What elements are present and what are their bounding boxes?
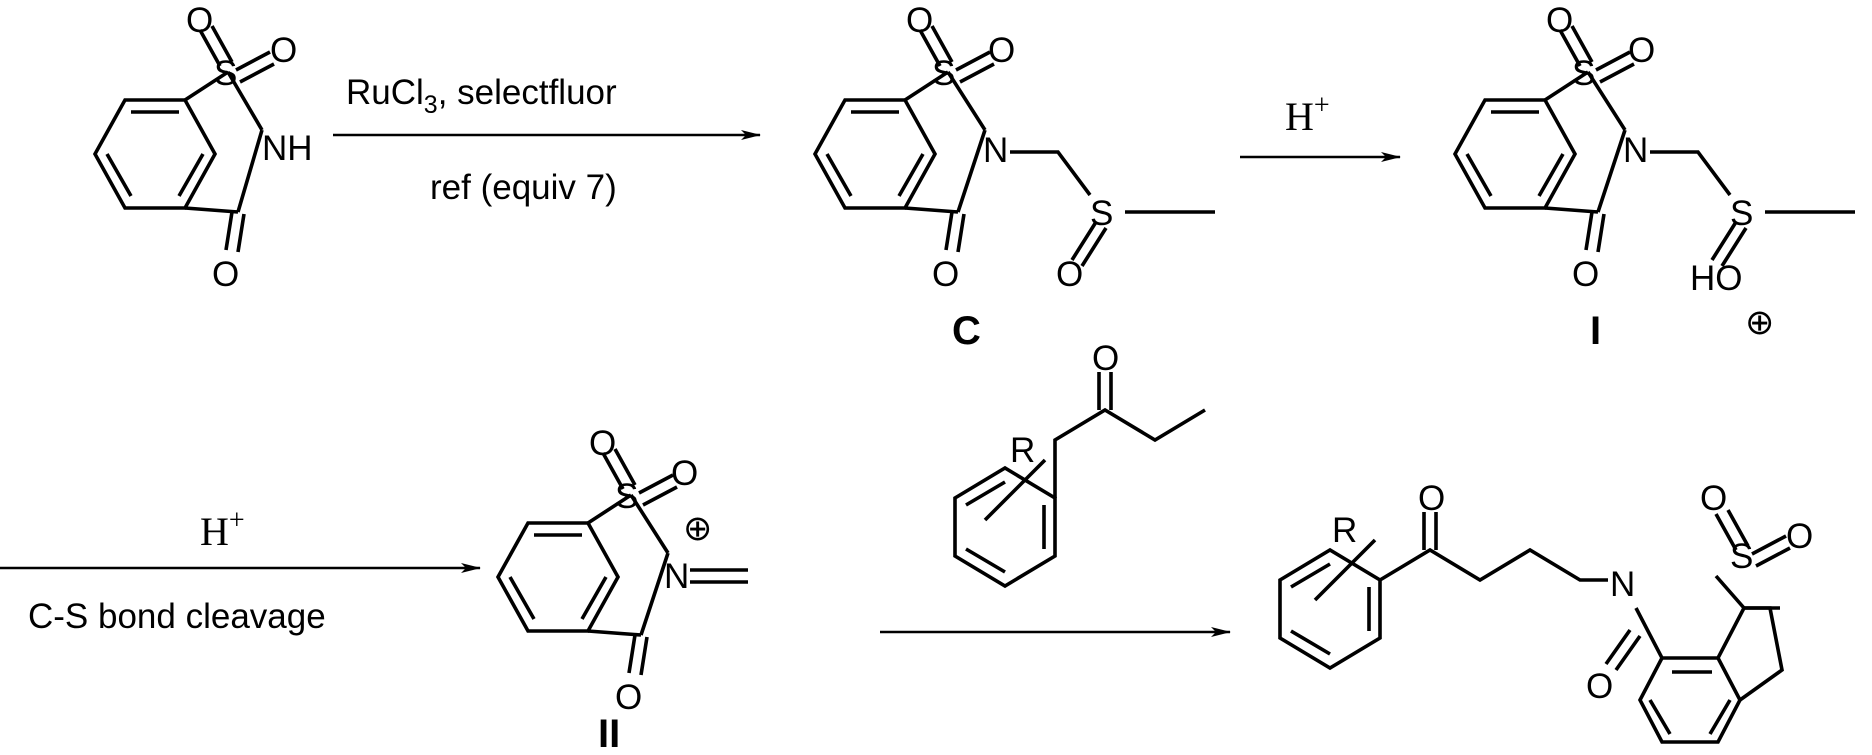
reaction-arrow-2: H+ — [1240, 90, 1401, 162]
oxygen-atom: O — [186, 1, 213, 40]
oxygen-atom: O — [671, 454, 698, 493]
compound-label-C: C — [952, 309, 981, 353]
nitrogen-atom: N — [664, 557, 689, 596]
oxygen-atom: O — [589, 424, 616, 463]
hydroxy-group: HO — [1690, 259, 1743, 298]
reaction-arrow-3: H+ C-S bond cleavage — [0, 505, 481, 636]
oxygen-atom: O — [1786, 517, 1813, 556]
sulfur-atom: S — [214, 54, 237, 93]
oxygen-atom: O — [1572, 255, 1599, 294]
sulfur-atom: S — [1730, 194, 1753, 233]
compound-label-I: I — [1590, 309, 1601, 353]
molecule-I: S O O N O S HO ⊕ — [1452, 1, 1855, 342]
nitrogen-atom: N — [983, 131, 1008, 170]
arrow-2-reagent: H+ — [1285, 90, 1330, 139]
sulfur-atom: S — [932, 54, 955, 93]
oxygen-atom: O — [932, 255, 959, 294]
molecule-product: R O N S O O O — [1278, 479, 1813, 744]
compound-label-II: II — [598, 712, 620, 755]
reaction-arrow-1: RuCl3, selectfluor ref (equiv 7) — [333, 73, 761, 207]
nh-group: NH — [262, 129, 313, 168]
oxygen-atom: O — [1056, 255, 1083, 294]
arrow-1-reagent: RuCl3, selectfluor — [346, 73, 617, 119]
oxygen-atom: O — [1418, 479, 1445, 518]
nitrogen-atom: N — [1623, 131, 1648, 170]
oxygen-atom: O — [1586, 667, 1613, 706]
sulfur-atom: S — [1090, 194, 1113, 233]
oxygen-atom: O — [906, 1, 933, 40]
arrow-3-condition: C-S bond cleavage — [28, 597, 326, 636]
molecule-II: S O O N ⊕ O — [495, 424, 748, 717]
r-substituent: R — [1332, 511, 1357, 550]
sulfur-atom: S — [1572, 54, 1595, 93]
molecule-acetophenone: R O — [953, 339, 1206, 589]
arrow-3-reagent: H+ — [200, 505, 245, 554]
oxygen-atom: O — [1092, 339, 1119, 378]
molecule-saccharin: S O O NH O — [92, 1, 313, 294]
arrow-1-condition: ref (equiv 7) — [430, 168, 617, 207]
positive-charge: ⊕ — [683, 509, 712, 548]
sulfur-atom: S — [1730, 537, 1753, 576]
oxygen-atom: O — [615, 678, 642, 717]
molecule-C: S O O N O S O — [812, 1, 1215, 294]
oxygen-atom: O — [270, 31, 297, 70]
oxygen-atom: O — [1628, 31, 1655, 70]
oxygen-atom: O — [1546, 1, 1573, 40]
sulfur-atom: S — [615, 477, 638, 516]
oxygen-atom: O — [1700, 479, 1727, 518]
nitrogen-atom: N — [1610, 565, 1635, 604]
oxygen-atom: O — [988, 31, 1015, 70]
oxygen-atom: O — [212, 255, 239, 294]
positive-charge: ⊕ — [1745, 303, 1774, 342]
r-substituent: R — [1010, 431, 1035, 470]
